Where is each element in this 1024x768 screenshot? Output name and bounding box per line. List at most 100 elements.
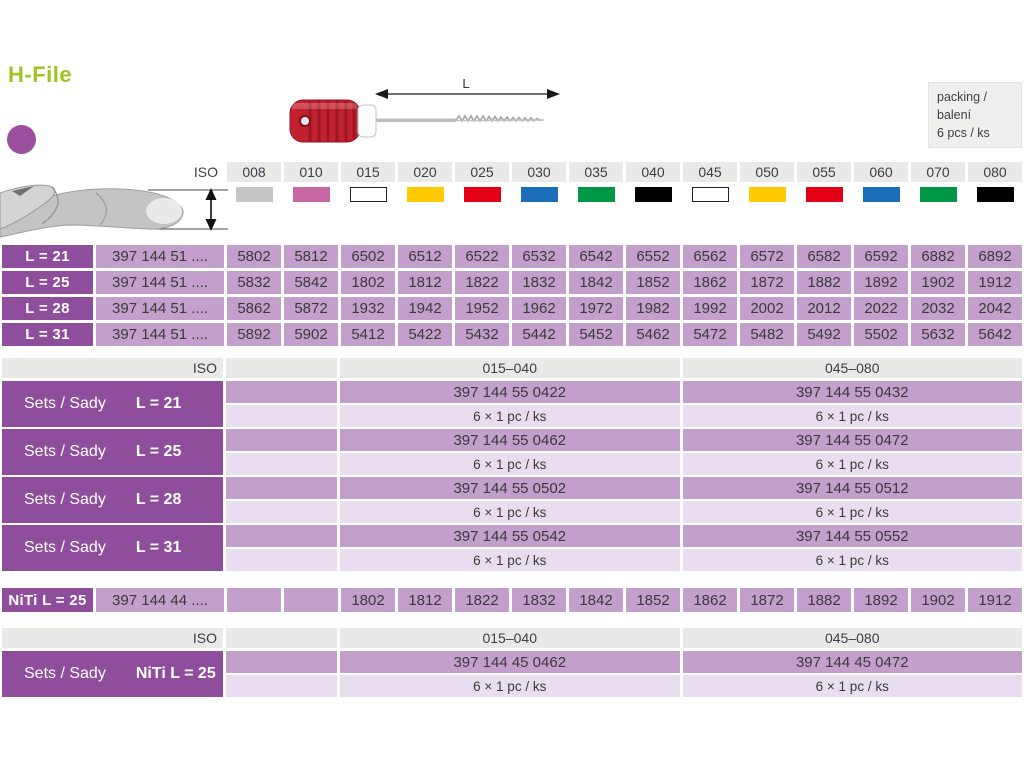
iso-size-cell: 050 — [740, 162, 794, 182]
sets-label: Sets / Sady — [24, 443, 106, 460]
sets-row-header: Sets / Sady L = 31 — [2, 525, 223, 571]
iso-size-cell: 030 — [512, 162, 566, 182]
order-number-cell: 1942 — [398, 297, 452, 320]
color-swatch — [862, 187, 900, 202]
sets-row: Sets / Sady L = 25 397 144 55 0462 397 1… — [2, 429, 1022, 475]
catalog-prefix-cell: 397 144 51 .... — [96, 297, 224, 320]
sets-qty-cell: 6 × 1 pc / ks — [682, 549, 1022, 571]
sets-code-cell: 397 144 55 0512 — [682, 477, 1022, 499]
order-number-cell: 1852 — [626, 271, 680, 294]
order-number-table: L = 21 397 144 51 .... 5802 5812 6502 65… — [2, 245, 1022, 346]
color-swatch — [748, 187, 786, 202]
sets-qty-cell: 6 × 1 pc / ks — [340, 549, 680, 571]
sets-qty-cell: 6 × 1 pc / ks — [682, 501, 1022, 523]
niti-order-row: NiTi L = 25 397 144 44 .... 1802 1812 18… — [2, 588, 1022, 612]
order-number-cell: 2042 — [968, 297, 1022, 320]
catalog-prefix-cell: 397 144 51 .... — [96, 271, 224, 294]
arrowhead-down — [205, 219, 217, 231]
catalog-prefix-cell: 397 144 51 .... — [96, 245, 224, 268]
color-swatch — [805, 187, 843, 202]
sets-row-header: Sets / Sady NiTi L = 25 — [2, 651, 223, 697]
order-number-cell: 5632 — [911, 323, 965, 346]
iso-label: ISO — [193, 164, 218, 180]
order-number-cell: 1892 — [854, 271, 908, 294]
order-number-cell: 2022 — [854, 297, 908, 320]
iso-size-cell: 010 — [284, 162, 338, 182]
order-number-cell: 6512 — [398, 245, 452, 268]
iso-size-cell: 045 — [683, 162, 737, 182]
order-number-cell: 1902 — [911, 271, 965, 294]
order-number-cell — [227, 588, 281, 612]
order-number-cell: 1842 — [569, 271, 623, 294]
color-swatch — [577, 187, 615, 202]
order-number-cell: 1872 — [740, 588, 794, 612]
order-number-cell: 6542 — [569, 245, 623, 268]
sets-code-cell: 397 144 55 0552 — [682, 525, 1022, 547]
iso-size-cell: 008 — [227, 162, 281, 182]
brand-dot — [7, 125, 36, 154]
catalog-prefix-cell: 397 144 44 .... — [96, 588, 224, 612]
color-swatch — [463, 187, 501, 202]
order-number-cell: 5862 — [227, 297, 281, 320]
sets-variant: L = 21 — [135, 395, 182, 412]
arrowhead-left — [375, 89, 388, 99]
packing-line2: 6 pcs / ks — [937, 126, 990, 141]
arrowhead-right — [547, 89, 560, 99]
order-number-cell: 1812 — [398, 271, 452, 294]
spacer-cell — [226, 651, 337, 673]
sets-variant: L = 25 — [135, 443, 182, 460]
order-number-cell: 6552 — [626, 245, 680, 268]
row-header: NiTi L = 25 — [2, 588, 93, 612]
spacer-cell — [226, 381, 337, 403]
order-number-cell: 5422 — [398, 323, 452, 346]
order-number-cell: 1862 — [683, 271, 737, 294]
sets-code-cell: 397 144 45 0472 — [682, 651, 1022, 673]
order-number-cell: 5642 — [968, 323, 1022, 346]
color-swatch — [976, 187, 1014, 202]
order-number-cell: 5442 — [512, 323, 566, 346]
niti-sets-iso-header: ISO 015–040 045–080 — [2, 628, 1022, 648]
order-number-cell: 1972 — [569, 297, 623, 320]
order-number-cell: 2032 — [911, 297, 965, 320]
instrument-illustration: L — [289, 76, 560, 143]
order-number-cell: 6572 — [740, 245, 794, 268]
sets-label: Sets / Sady — [24, 491, 106, 508]
sets-row: Sets / Sady L = 31 397 144 55 0542 397 1… — [2, 525, 1022, 571]
order-number-cell: 5842 — [284, 271, 338, 294]
sets-row: Sets / Sady L = 21 397 144 55 0422 397 1… — [2, 381, 1022, 427]
iso-size-cell: 015 — [341, 162, 395, 182]
order-number-cell: 1812 — [398, 588, 452, 612]
spacer-cell — [226, 549, 337, 571]
sets-code-cell: 397 144 55 0462 — [340, 429, 680, 451]
row-header: L = 25 — [2, 271, 93, 294]
row-header: L = 21 — [2, 245, 93, 268]
iso-range-cell: 015–040 — [340, 628, 680, 648]
order-number-cell — [284, 588, 338, 612]
packing-line1: packing / balení — [937, 90, 988, 123]
order-number-cell: 1882 — [797, 271, 851, 294]
order-number-cell: 1912 — [968, 271, 1022, 294]
sets-variant: L = 28 — [135, 491, 182, 508]
page-title: H-File — [8, 62, 73, 87]
sets-row-header: Sets / Sady L = 21 — [2, 381, 223, 427]
order-number-cell: 5502 — [854, 323, 908, 346]
sets-row-header: Sets / Sady L = 28 — [2, 477, 223, 523]
order-number-cell: 1832 — [512, 588, 566, 612]
sets-label: Sets / Sady — [24, 665, 106, 682]
collar — [357, 104, 377, 138]
spacer-cell — [226, 501, 337, 523]
order-number-cell: 5832 — [227, 271, 281, 294]
order-number-cell: 2002 — [740, 297, 794, 320]
order-number-cell: 5452 — [569, 323, 623, 346]
sets-qty-cell: 6 × 1 pc / ks — [340, 675, 680, 697]
spacer-cell — [226, 525, 337, 547]
order-number-cell: 1822 — [455, 271, 509, 294]
order-number-cell: 5892 — [227, 323, 281, 346]
length-label: L — [462, 76, 469, 91]
order-number-cell: 5812 — [284, 245, 338, 268]
color-swatch — [406, 187, 444, 202]
spacer-cell — [226, 675, 337, 697]
sets-qty-cell: 6 × 1 pc / ks — [340, 405, 680, 427]
order-number-cell: 5872 — [284, 297, 338, 320]
handle-hole — [299, 115, 311, 127]
